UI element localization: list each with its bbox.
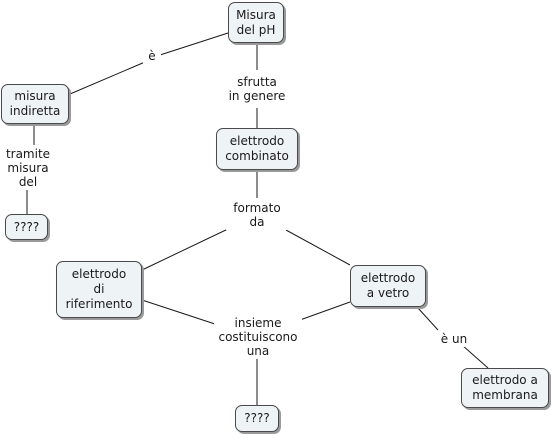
connector-formato-vetro xyxy=(285,229,351,266)
concept-elettrodo-riferimento: elettrodo di riferimento xyxy=(56,261,142,318)
link-label-sfrutta: sfrutta in genere xyxy=(220,73,294,105)
link-label-insieme: insieme costituiscono una xyxy=(214,315,302,359)
connector-e-indiretta xyxy=(69,61,146,95)
connector-riferimento-insieme xyxy=(141,299,219,326)
connector-eun-membrana xyxy=(461,344,489,369)
concept-misura-ph: Misura del pH xyxy=(228,2,284,43)
link-label-e-un: è un xyxy=(436,331,472,347)
connector-vetro-eun xyxy=(417,307,439,331)
link-label-tramite: tramite misura del xyxy=(2,146,54,190)
concept-elettrodo-membrana: elettrodo a membrana xyxy=(461,368,549,408)
concept-unknown-bottom: ???? xyxy=(235,405,279,432)
connector-formato-riferimento xyxy=(141,227,231,271)
link-label-e: è xyxy=(143,48,161,64)
connector-misura-e xyxy=(159,32,229,56)
concept-elettrodo-vetro: elettrodo a vetro xyxy=(350,265,426,307)
connector-vetro-insieme xyxy=(299,301,351,321)
concept-unknown-left: ???? xyxy=(5,214,48,240)
concept-elettrodo-combinato: elettrodo combinato xyxy=(216,128,298,170)
link-label-formato: formato da xyxy=(226,200,288,230)
concept-misura-indiretta: misura indiretta xyxy=(1,84,69,124)
